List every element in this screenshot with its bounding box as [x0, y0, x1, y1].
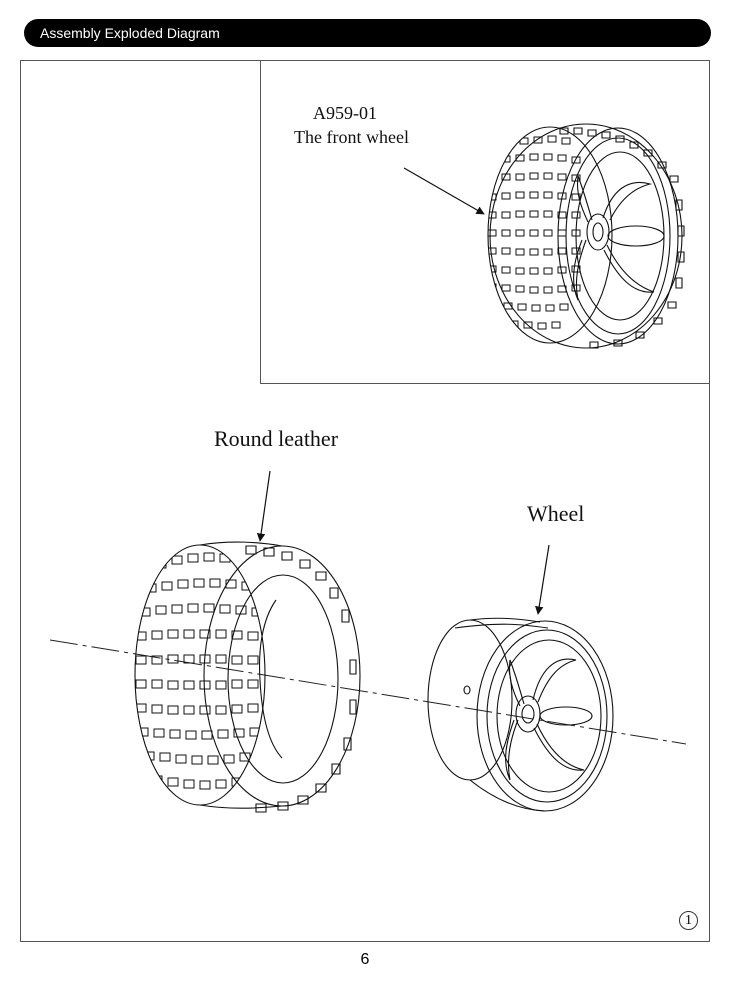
tire-label: Round leather: [214, 426, 339, 451]
axis-centerline: [49, 639, 687, 745]
rim-illustration: [427, 617, 614, 812]
callout-arrow: [256, 470, 271, 542]
callout-arrow: [535, 544, 550, 615]
part-description-label: The front wheel: [294, 127, 409, 147]
step-number: 1: [679, 911, 698, 930]
header-bar: Assembly Exploded Diagram: [24, 19, 711, 47]
diagram-frame: [20, 60, 710, 942]
callout-arrow: [403, 167, 485, 215]
assembled-wheel-illustration: [487, 123, 685, 349]
wheel-label: Wheel: [527, 501, 585, 526]
tire-illustration: [134, 541, 361, 813]
header-title: Assembly Exploded Diagram: [40, 25, 220, 41]
inset-panel: [260, 60, 710, 384]
part-code-label: A959-01: [313, 103, 377, 123]
page-number: 6: [360, 951, 370, 968]
